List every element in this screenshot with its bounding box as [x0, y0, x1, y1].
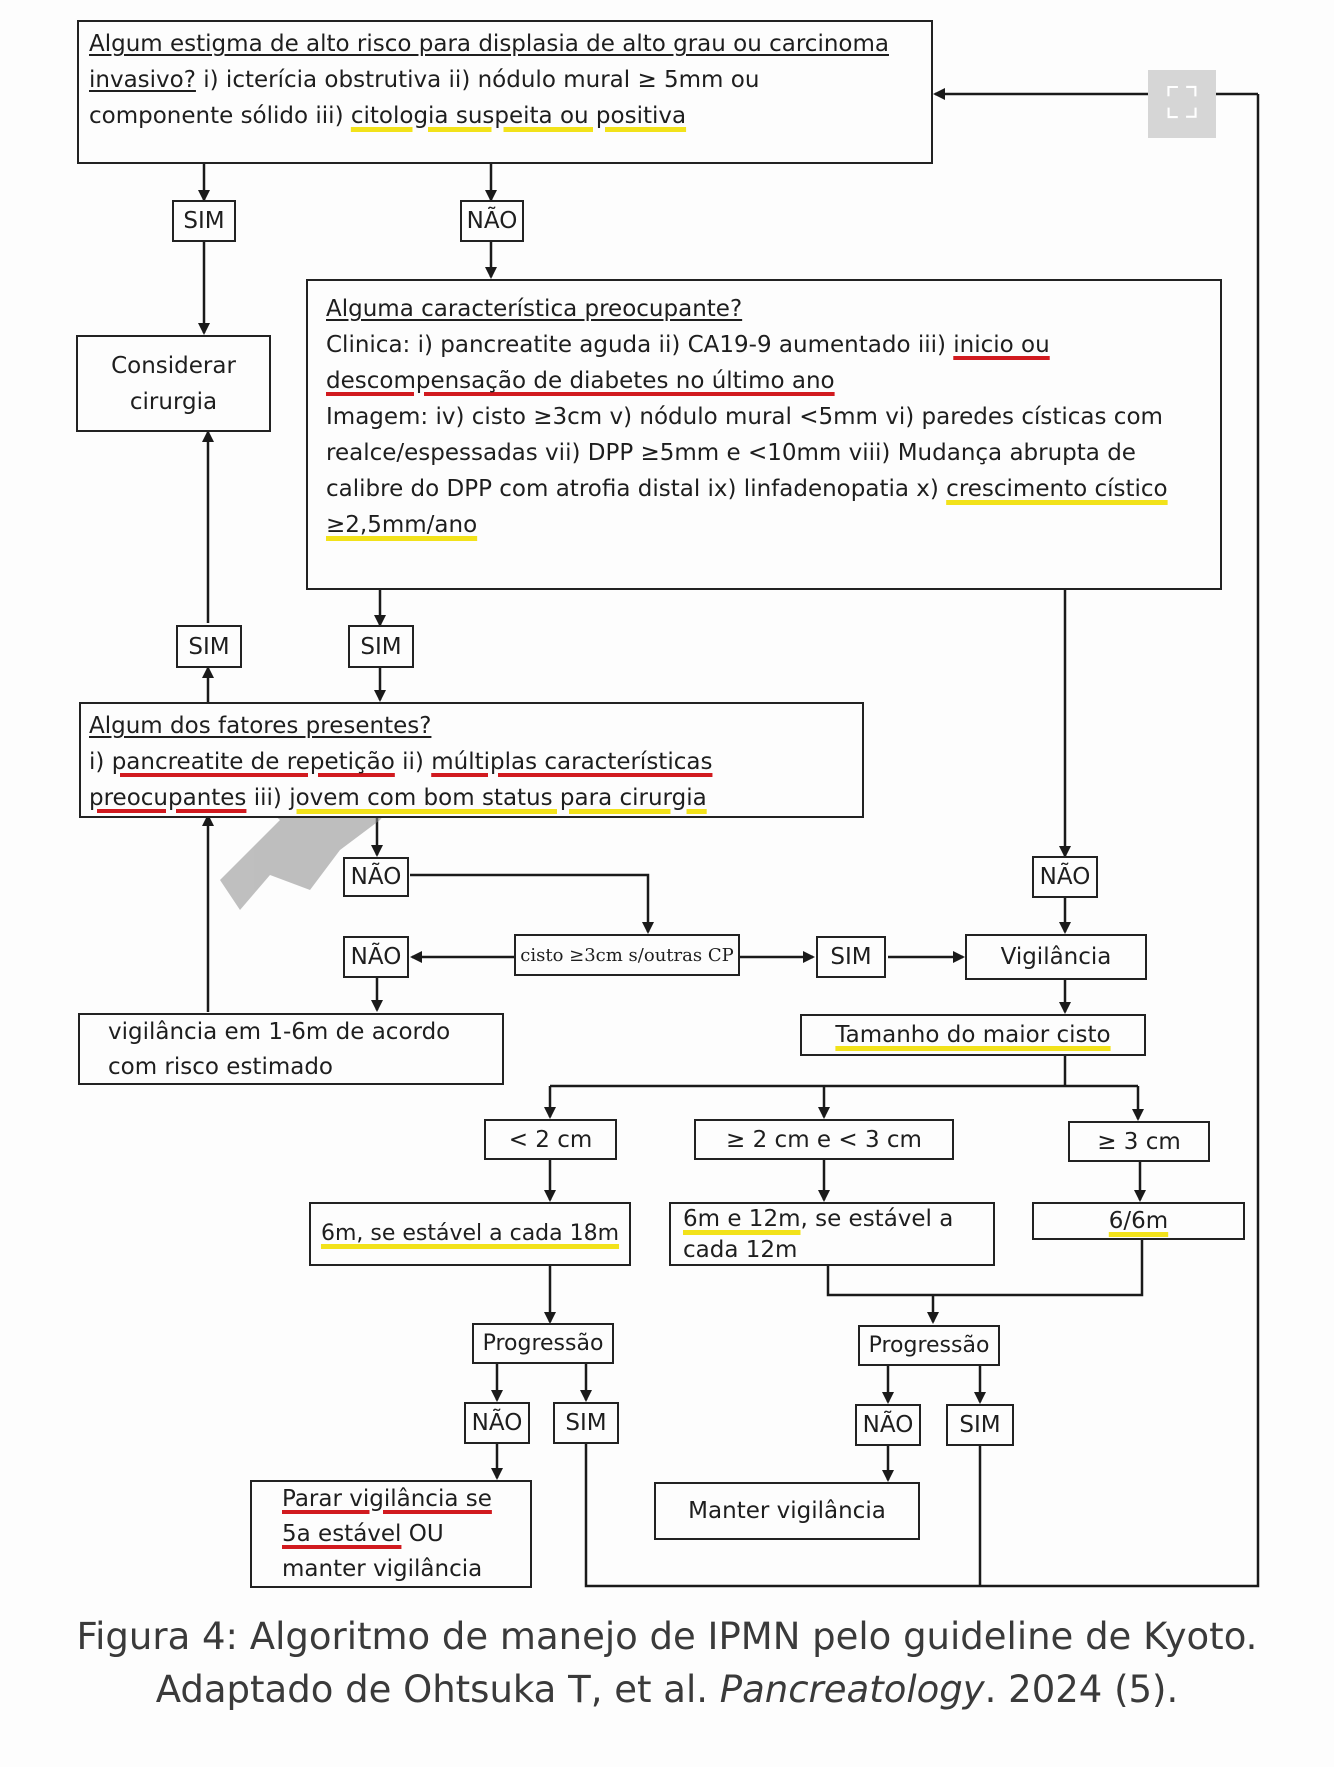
- sim-label-factors: SIM: [176, 625, 242, 668]
- size-mid-text: ≥ 2 cm e < 3 cm: [726, 1126, 922, 1153]
- factors-i: i): [89, 749, 112, 775]
- nao-label-factors: NÃO: [343, 857, 409, 897]
- interval-ge3-box: 6/6m: [1032, 1202, 1245, 1240]
- sim-label-cyst: SIM: [816, 936, 886, 978]
- size-lt2-text: < 2 cm: [508, 1126, 593, 1153]
- sim-label-prog2: SIM: [946, 1404, 1014, 1446]
- progression-text-2: Progressão: [868, 1333, 990, 1358]
- worrisome-clinical: Clinica: i) pancreatite aguda ii) CA19-9…: [326, 332, 954, 358]
- worrisome-imaging: Imagem: iv) cisto ≥3cm v) nódulo mural <…: [326, 404, 1163, 502]
- interval-ge3-text: 6/6m: [1108, 1208, 1169, 1234]
- high-risk-title-cont: invasivo?: [89, 67, 196, 93]
- progression-text-1: Progressão: [482, 1331, 604, 1356]
- keep-surveillance-text: Manter vigilância: [688, 1498, 886, 1524]
- largest-cyst-box: Tamanho do maior cisto: [800, 1014, 1146, 1056]
- stop-surveillance-a: Parar vigilância se: [282, 1486, 492, 1512]
- arrow-nao-cyst: [410, 873, 654, 934]
- worrisome-features-box: Alguma característica preocupante? Clini…: [306, 279, 1222, 590]
- progression-box-1: Progressão: [472, 1323, 614, 1364]
- nao-label-prog2: NÃO: [855, 1404, 921, 1446]
- largest-cyst-text: Tamanho do maior cisto: [835, 1022, 1111, 1048]
- cyst-no-other-box: cisto ≥3cm s/outras CP: [514, 934, 740, 976]
- expand-icon[interactable]: ⛶: [1148, 70, 1216, 138]
- surveillance-box: Vigilância: [965, 934, 1147, 980]
- sim-label-worrisome: SIM: [348, 625, 414, 668]
- factors-multiple-worrisome: múltiplas características preocupantes: [89, 749, 713, 811]
- interval-lt2-text: 6m, se estável a cada 18m: [320, 1221, 620, 1246]
- progression-box-2: Progressão: [858, 1325, 1000, 1366]
- high-risk-stigmata-box: Algum estigma de alto risco para displas…: [77, 20, 933, 164]
- factors-iii: iii): [246, 785, 290, 811]
- size-lt2-box: < 2 cm: [484, 1119, 617, 1160]
- sim-label-1: SIM: [172, 200, 236, 242]
- size-ge3-text: ≥ 3 cm: [1097, 1128, 1181, 1155]
- nao-label-worrisome: NÃO: [1032, 856, 1098, 898]
- size-ge3-box: ≥ 3 cm: [1068, 1121, 1210, 1162]
- sim-label-prog1: SIM: [553, 1402, 619, 1444]
- high-risk-items-2: componente sólido iii): [89, 103, 351, 129]
- connector-mid-ge3: [826, 1240, 1144, 1297]
- factors-title: Algum dos fatores presentes?: [89, 713, 432, 739]
- factors-ii: ii): [394, 749, 432, 775]
- worrisome-growth: crescimento cístico ≥2,5mm/ano: [326, 476, 1168, 538]
- figure-caption: Figura 4: Algoritmo de manejo de IPMN pe…: [40, 1610, 1294, 1716]
- interval-mid-text: , se estável a cada 12m: [683, 1206, 954, 1263]
- caption-year: . 2024 (5).: [984, 1668, 1179, 1711]
- consider-surgery-text: Considerar cirurgia: [111, 352, 236, 415]
- keep-surveillance-box: Manter vigilância: [654, 1482, 920, 1540]
- stop-surveillance-b: 5a estável: [282, 1521, 402, 1547]
- interval-mid-box: 6m e 12m, se estável a cada 12m: [669, 1202, 995, 1266]
- surveillance-text: Vigilância: [1000, 944, 1112, 970]
- factors-present-box: Algum dos fatores presentes? i) pancreat…: [79, 702, 864, 818]
- interval-mid-highlight: 6m e 12m: [683, 1206, 801, 1232]
- connector-largest-split: [550, 1055, 1138, 1088]
- connector-sim-loop: [584, 94, 1260, 1588]
- nao-label-prog1: NÃO: [464, 1402, 530, 1444]
- high-risk-items-1: i) icterícia obstrutiva ii) nódulo mural…: [195, 67, 760, 93]
- worrisome-diabetes: inicio ou descompensação de diabetes no …: [326, 332, 1050, 394]
- caption-journal: Pancreatology: [719, 1668, 985, 1711]
- stop-surveillance-c: OU manter vigilância: [282, 1521, 483, 1582]
- surveillance-1-6m-text: vigilância em 1-6m de acordo com risco e…: [108, 1019, 451, 1080]
- cyst-no-other-text: cisto ≥3cm s/outras CP: [520, 944, 734, 966]
- high-risk-title: Algum estigma de alto risco para displas…: [89, 31, 889, 57]
- factors-recurrent-pancreatitis: pancreatite de repetição: [111, 749, 395, 775]
- interval-lt2-box: 6m, se estável a cada 18m: [309, 1202, 631, 1266]
- surveillance-1-6m-box: vigilância em 1-6m de acordo com risco e…: [78, 1013, 504, 1085]
- consider-surgery-box: Considerar cirurgia: [76, 335, 271, 432]
- factors-young-fit: jovem com bom status para cirurgia: [289, 785, 707, 811]
- stop-surveillance-box: Parar vigilância se 5a estável OU manter…: [250, 1480, 532, 1588]
- nao-label-1: NÃO: [460, 200, 524, 242]
- high-risk-cytology: citologia suspeita ou positiva: [350, 103, 687, 129]
- size-mid-box: ≥ 2 cm e < 3 cm: [694, 1119, 954, 1160]
- caption-text: Figura 4: Algoritmo de manejo de IPMN pe…: [76, 1615, 1258, 1711]
- nao-label-cyst: NÃO: [343, 936, 409, 978]
- worrisome-title: Alguma característica preocupante?: [326, 296, 743, 322]
